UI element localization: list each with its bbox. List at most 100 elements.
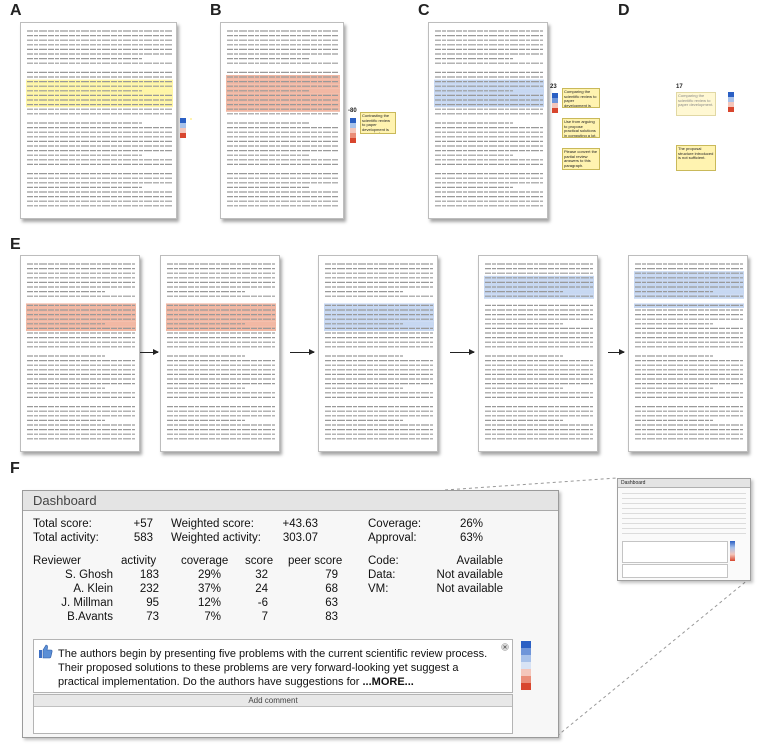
- data-label: Data:: [368, 569, 396, 581]
- approval-label: Approval:: [368, 532, 417, 544]
- header-reviewer: Reviewer: [33, 555, 81, 567]
- score-d: 17: [676, 84, 683, 90]
- score-b: -80: [348, 108, 357, 114]
- comment-body: The authors begin by presenting five pro…: [58, 648, 488, 688]
- page-text-lines: [226, 30, 340, 207]
- page-e5: [628, 255, 748, 452]
- reviewer-score-cell: 24: [255, 583, 268, 595]
- reviewer-coverage-cell: 29%: [197, 569, 221, 581]
- comment-bubble-c3[interactable]: Please convert the partial review answer…: [562, 148, 600, 170]
- comment-bubble-b[interactable]: Contrasting the scientific review to pap…: [360, 112, 396, 134]
- coverage-label: Coverage:: [368, 518, 422, 530]
- comment-bubble-c2[interactable]: Use from arguing to propose practical so…: [562, 118, 600, 138]
- panel-label-d: D: [618, 2, 630, 19]
- mini-rating-scale: [730, 541, 735, 561]
- page-e3: [318, 255, 438, 452]
- rating-level[interactable]: [521, 676, 531, 683]
- comment-box[interactable]: The authors begin by presenting five pro…: [33, 639, 513, 693]
- header-score: score: [245, 555, 274, 567]
- mini-dashboard: Dashboard: [617, 478, 751, 581]
- page-text-lines: [26, 30, 173, 207]
- data-value: Not available: [436, 569, 503, 581]
- page-b: [220, 22, 344, 219]
- page-a: [20, 22, 177, 219]
- header-activity: activity: [121, 555, 157, 567]
- code-value: Available: [456, 555, 503, 567]
- header-peer-score: peer score: [288, 555, 343, 567]
- panel-label-f: F: [10, 460, 20, 477]
- weighted-score-value: +43.63: [282, 518, 319, 530]
- reviewer-peer-cell: 68: [325, 583, 338, 595]
- page-e4: [478, 255, 598, 452]
- comment-text: The authors begin by presenting five pro…: [58, 647, 498, 689]
- reviewer-score-cell: 7: [261, 611, 268, 623]
- rating-scale-b[interactable]: [350, 118, 356, 143]
- rating-level[interactable]: [521, 669, 531, 676]
- rating-scale[interactable]: [521, 641, 531, 690]
- thumbs-up-icon[interactable]: [38, 644, 53, 659]
- arrow-e4: [608, 349, 625, 355]
- reviewer-activity-cell: 232: [139, 583, 159, 595]
- reviewer-name-cell: J. Millman: [61, 597, 113, 609]
- rating-scale-a[interactable]: [180, 118, 186, 138]
- rating-level[interactable]: [521, 655, 531, 662]
- reviewer-coverage-cell: 37%: [197, 583, 221, 595]
- header-coverage: coverage: [181, 555, 229, 567]
- reviewer-name-cell: A. Klein: [73, 583, 113, 595]
- rating-level[interactable]: [521, 662, 531, 669]
- page-e2: [160, 255, 280, 452]
- reviewer-peer-cell: 79: [325, 569, 338, 581]
- total-activity-value: 583: [133, 532, 153, 544]
- weighted-score-label: Weighted score:: [171, 518, 254, 530]
- arrow-e3: [450, 349, 475, 355]
- page-text-lines: [434, 30, 544, 207]
- panel-label-e: E: [10, 236, 21, 253]
- reviewer-peer-cell: 83: [325, 611, 338, 623]
- vm-value: Not available: [436, 583, 503, 595]
- dashboard-title: Dashboard: [23, 491, 558, 511]
- rating-level[interactable]: [521, 683, 531, 690]
- approval-value: 63%: [459, 532, 483, 544]
- add-comment-box[interactable]: Add comment: [33, 694, 513, 734]
- comment-bubble-d1[interactable]: Comparing the scientific review to paper…: [676, 92, 716, 116]
- coverage-value: 26%: [459, 518, 483, 530]
- reviewer-activity-cell: 73: [146, 611, 159, 623]
- comment-bubble-d2[interactable]: The proposal structure introduced is not…: [676, 145, 716, 171]
- page-text-lines: [26, 263, 136, 440]
- reviewer-name-cell: B.Avants: [67, 611, 113, 623]
- total-score-label: Total score:: [33, 518, 92, 530]
- comment-bubble-c1[interactable]: Comparing the scientific review to paper…: [562, 88, 600, 108]
- mini-stats: [622, 489, 746, 537]
- panel-label-c: C: [418, 2, 430, 19]
- more-link[interactable]: ...MORE...: [362, 676, 414, 688]
- reviewer-name-cell: S. Ghosh: [65, 569, 113, 581]
- rating-level[interactable]: [521, 648, 531, 655]
- panel-label-a: A: [10, 2, 22, 19]
- page-e1: [20, 255, 140, 452]
- total-activity-label: Total activity:: [33, 532, 99, 544]
- weighted-activity-label: Weighted activity:: [171, 532, 261, 544]
- page-c: [428, 22, 548, 219]
- reviewer-coverage-cell: 12%: [197, 597, 221, 609]
- reviewer-peer-cell: 63: [325, 597, 338, 609]
- page-text-lines: [166, 263, 276, 440]
- rating-scale-d[interactable]: [728, 92, 734, 112]
- close-icon[interactable]: [501, 643, 509, 651]
- code-label: Code:: [368, 555, 399, 567]
- mini-dashboard-title: Dashboard: [618, 479, 750, 488]
- arrow-e2: [290, 349, 315, 355]
- rating-level[interactable]: [521, 641, 531, 648]
- page-text-lines: [324, 263, 434, 440]
- rating-scale-c[interactable]: [552, 93, 558, 113]
- weighted-activity-value: 303.07: [282, 532, 318, 544]
- reviewer-score-cell: 32: [255, 569, 268, 581]
- page-text-lines: [634, 263, 744, 440]
- dashboard-panel: Dashboard Total score: +57 Total activit…: [22, 490, 559, 738]
- reviewer-score-cell: -6: [257, 597, 268, 609]
- vm-label: VM:: [368, 583, 389, 595]
- reviewer-coverage-cell: 7%: [204, 611, 221, 623]
- add-comment-label: Add comment: [34, 695, 512, 707]
- reviewer-activity-cell: 183: [139, 569, 159, 581]
- mini-add-comment: [622, 564, 728, 578]
